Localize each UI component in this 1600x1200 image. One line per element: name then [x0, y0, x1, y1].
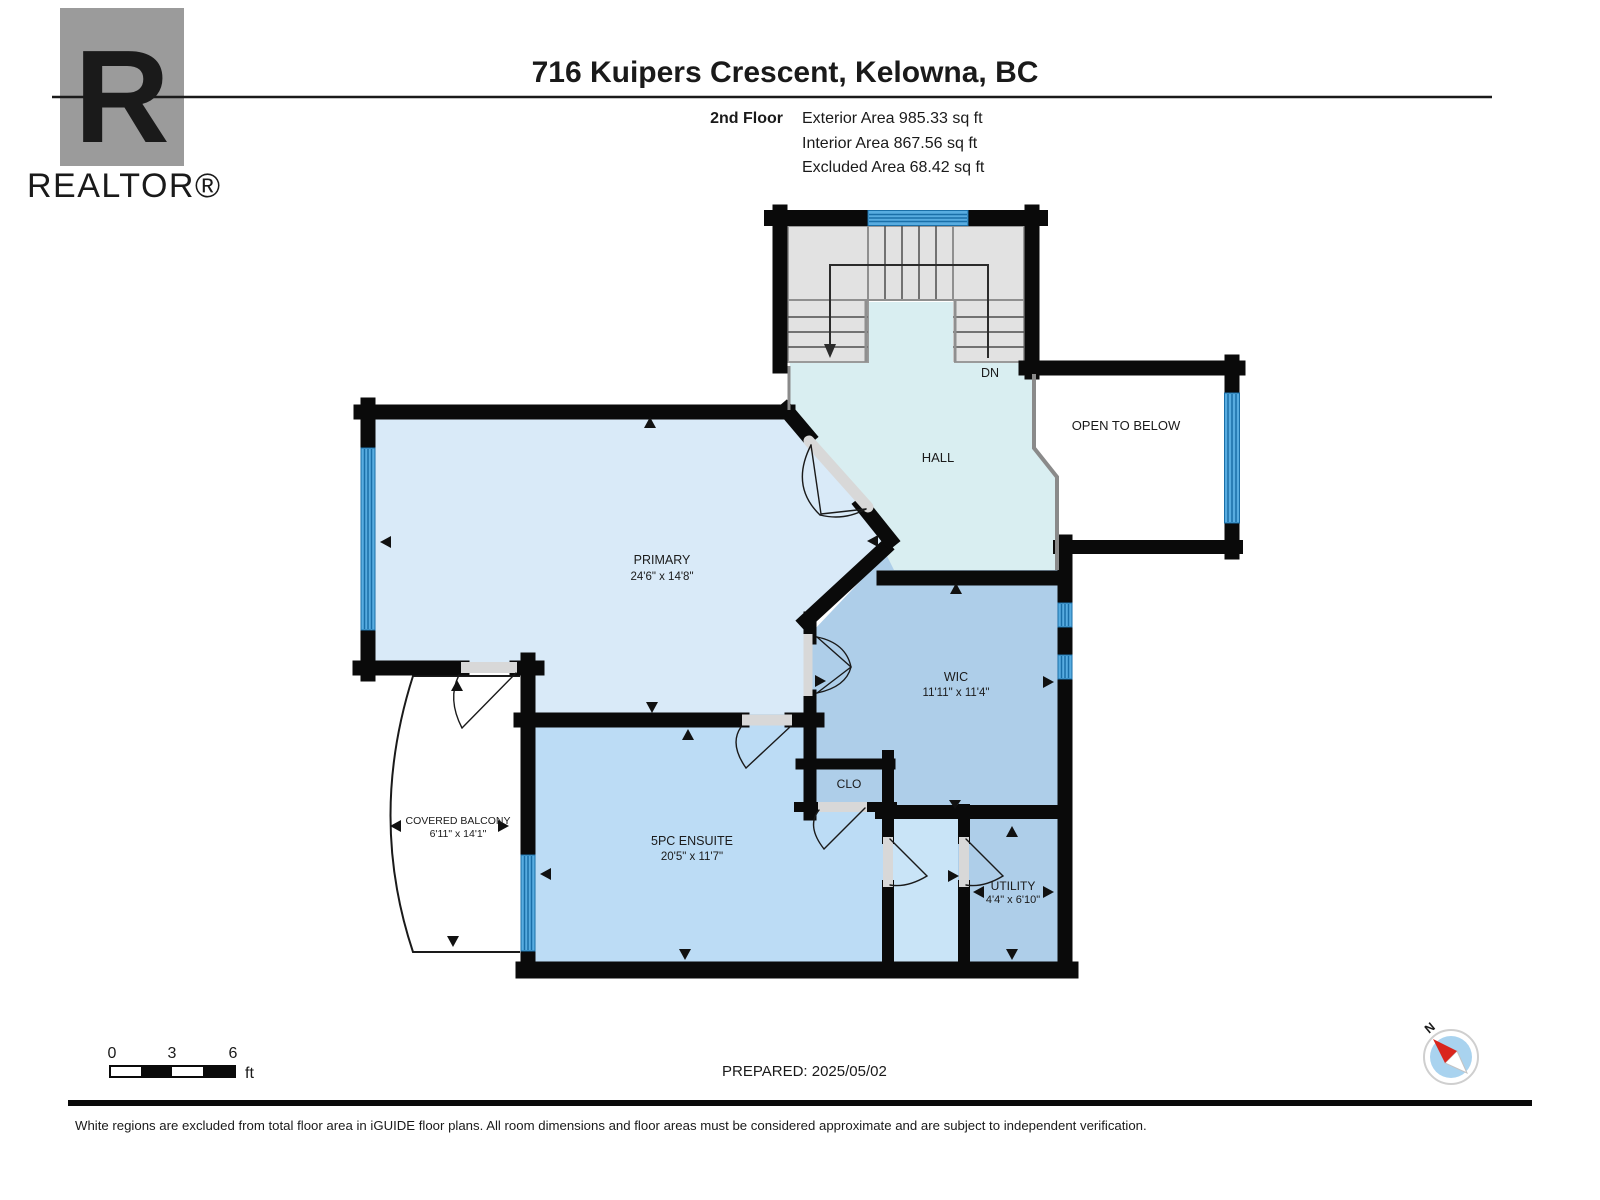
- label-balcony: COVERED BALCONY: [405, 815, 510, 827]
- prepared-date: PREPARED: 2025/05/02: [722, 1063, 887, 1080]
- door-swing: [735, 714, 792, 769]
- room-labels: PRIMARY 24'6" x 14'8" HALL OPEN TO BELOW…: [405, 366, 1181, 906]
- label-open-to-below: OPEN TO BELOW: [1072, 418, 1181, 433]
- arrow-up: [1006, 826, 1018, 837]
- arrow-down: [447, 936, 459, 947]
- door-swing: [812, 802, 867, 850]
- dimension-arrows: [380, 417, 1054, 960]
- arrow-left: [380, 536, 391, 548]
- scale-tick-3: 3: [168, 1045, 177, 1062]
- window: [867, 210, 969, 226]
- arrow-left: [390, 820, 401, 832]
- label-stairs-dn: DN: [981, 366, 999, 380]
- door-swing: [801, 435, 874, 518]
- scale-bar-segment: [203, 1066, 235, 1077]
- wall: [775, 399, 819, 447]
- header: R REALTOR® 716 Kuipers Crescent, Kelowna…: [27, 8, 1492, 205]
- arrow-left: [540, 868, 551, 880]
- scale-tick-0: 0: [108, 1045, 117, 1062]
- scale-unit: ft: [245, 1065, 254, 1082]
- realtor-wordmark: REALTOR®: [27, 167, 222, 205]
- room-balcony: [389, 675, 520, 953]
- stair-edges: [788, 226, 1024, 362]
- floor-label: 2nd Floor: [710, 110, 783, 127]
- compass-needle-north: [1433, 1039, 1457, 1063]
- arrow-right: [1043, 676, 1054, 688]
- arrow-down: [949, 800, 961, 809]
- arrow-up: [950, 583, 962, 594]
- disclaimer-text: White regions are excluded from total fl…: [75, 1118, 1147, 1133]
- arrow-up: [451, 680, 463, 691]
- arrow-right: [948, 870, 959, 882]
- window: [1224, 392, 1240, 524]
- footer: 0 3 6 ft PREPARED: 2025/05/02 N White re…: [68, 1020, 1532, 1133]
- wall: [795, 538, 895, 632]
- label-utility-dims: 4'4" x 6'10": [986, 894, 1040, 906]
- room-wic: [812, 554, 1060, 812]
- arrow-down: [679, 949, 691, 960]
- window: [1057, 654, 1073, 680]
- stair-direction-arrow: [824, 344, 836, 358]
- door-swing: [803, 634, 852, 696]
- excluded-area: Excluded Area 68.42 sq ft: [802, 159, 985, 176]
- label-ensuite: 5PC ENSUITE: [651, 834, 733, 848]
- open-below-railing: [1032, 374, 1059, 570]
- staircase: [787, 225, 1025, 363]
- compass: N: [1422, 1020, 1479, 1085]
- window: [520, 854, 536, 952]
- door-swing: [453, 662, 517, 729]
- label-wic-dims: 11'11" x 11'4": [923, 687, 990, 699]
- door-swing: [959, 837, 1004, 887]
- windows: [360, 210, 1240, 952]
- arrow-down: [646, 702, 658, 713]
- label-hall: HALL: [922, 450, 955, 465]
- arrow-up: [682, 729, 694, 740]
- scale-bar: 0 3 6 ft: [108, 1045, 255, 1082]
- interior-area: Interior Area 867.56 sq ft: [802, 135, 978, 152]
- realtor-logo: [60, 8, 184, 166]
- room-primary: [362, 408, 892, 714]
- room-corridor: [884, 815, 966, 967]
- page-title: 716 Kuipers Crescent, Kelowna, BC: [532, 56, 1039, 89]
- arrow-left: [867, 535, 878, 547]
- stair-walk-line: [829, 264, 989, 358]
- label-ensuite-dims: 20'5" x 11'7": [661, 851, 723, 863]
- arrow-up: [644, 417, 656, 428]
- exterior-area: Exterior Area 985.33 sq ft: [802, 110, 983, 127]
- scale-tick-6: 6: [229, 1045, 238, 1062]
- doors: [453, 435, 1004, 887]
- arrow-right: [1043, 886, 1054, 898]
- room-ensuite: [525, 714, 890, 966]
- arrow-down: [1006, 949, 1018, 960]
- footer-divider: [68, 1100, 1532, 1106]
- room-fills: [362, 302, 1064, 967]
- arrow-right: [498, 820, 509, 832]
- window: [360, 447, 376, 631]
- door-swing: [883, 837, 928, 887]
- label-utility: UTILITY: [991, 879, 1036, 893]
- arrow-left: [973, 886, 984, 898]
- scale-bar-segment: [141, 1066, 172, 1077]
- label-primary: PRIMARY: [634, 553, 691, 567]
- arrow-right: [815, 675, 826, 687]
- label-balcony-dims: 6'11" x 14'1": [430, 828, 487, 840]
- label-wic: WIC: [944, 670, 968, 684]
- label-primary-dims: 24'6" x 14'8": [630, 571, 693, 583]
- window: [1057, 602, 1073, 628]
- label-closet: CLO: [837, 777, 862, 791]
